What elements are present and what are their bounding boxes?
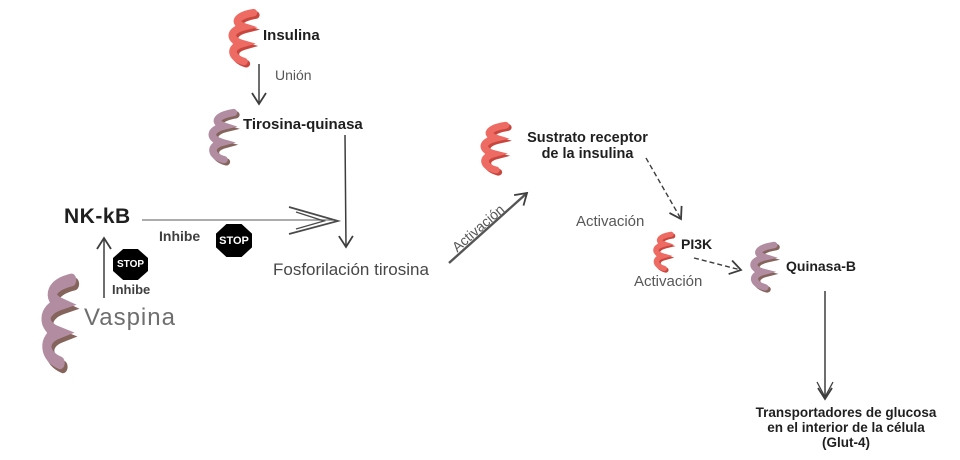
- substrate-label-line2: de la insulina: [541, 145, 634, 162]
- vaspin-ribbon-icon: [41, 273, 80, 374]
- activation-label-3: Activación: [634, 273, 703, 290]
- activacion-diagonal-arrow: [448, 191, 529, 264]
- kinase-b-label: Quinasa-B: [786, 258, 857, 274]
- nkkb-label: NK-kB: [64, 205, 131, 228]
- insulin-ribbon-icon: [228, 8, 260, 68]
- vaspin-label: Vaspina: [84, 304, 176, 331]
- pi3k-ribbon-icon: [653, 231, 676, 273]
- stop-sign-label: STOP: [116, 259, 145, 270]
- insulin-receptor-substrate-ribbon-icon: [480, 121, 512, 176]
- activation-label-2: Activación: [576, 213, 645, 230]
- glut4-label-line2: en el interior de la célula: [767, 420, 925, 435]
- kinase-b-ribbon-icon: [750, 241, 780, 293]
- union-label: Unión: [275, 67, 312, 83]
- inhibits-label-2: Inhibe: [112, 282, 151, 297]
- stop-sign-label: STOP: [219, 234, 249, 247]
- tyrosine-kinase-label: Tirosina-quinasa: [243, 116, 363, 133]
- nkkb-arrowhead-outer: [288, 206, 342, 235]
- stop-octagon-icon: STOP: [216, 224, 252, 257]
- glut4-label-line3: (Glut-4): [822, 435, 870, 450]
- sustrato-to-pi3k-arrow: [645, 157, 683, 221]
- pi3k-label: PI3K: [681, 236, 713, 252]
- stop-octagon-icon: STOP: [113, 249, 148, 280]
- tirosina-to-fosforilacion-arrow: [338, 134, 354, 249]
- glucose-transporters-label: Transportadores de glucosa en el interio…: [716, 405, 960, 450]
- glut4-arrowhead-inner: [816, 381, 834, 399]
- insulin-label: Insulina: [263, 27, 320, 44]
- substrate-label-line1: Sustrato receptor: [527, 130, 648, 146]
- nkkb-arrowhead-inner: [295, 211, 327, 230]
- pi3k-to-quinasa-arrow: [693, 257, 743, 275]
- glut4-label-line1: Transportadores de glucosa: [755, 405, 937, 420]
- insulin-receptor-substrate-label: Sustrato receptor de la insulina: [510, 130, 665, 162]
- inhibits-label-1: Inhibe: [159, 228, 201, 244]
- tyrosine-kinase-ribbon-icon: [208, 108, 240, 166]
- tyrosine-phosphorylation-label: Fosforilación tirosina: [273, 260, 429, 279]
